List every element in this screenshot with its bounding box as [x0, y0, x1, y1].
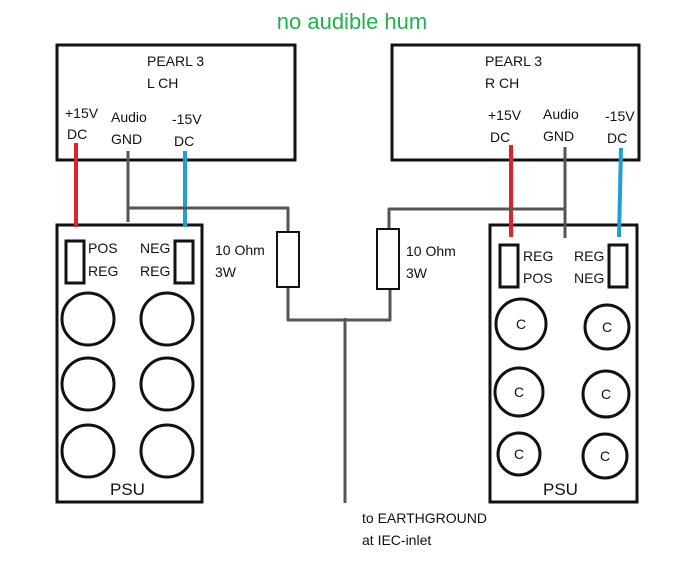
left-psu-capacitor	[139, 356, 195, 412]
right-psu-capacitor: C	[496, 431, 542, 477]
right-amp-channel: R CH	[485, 75, 519, 91]
left-psu-capacitor	[60, 356, 116, 412]
left-amp-channel: L CH	[147, 75, 178, 91]
earth-label-line-2: at IEC-inlet	[362, 532, 431, 548]
left-psu-pos-reg-label-1: POS	[88, 240, 118, 256]
right-resistor	[376, 228, 400, 290]
right-psu-capacitors: C C C C C C	[493, 297, 631, 480]
left-resistor	[276, 231, 300, 288]
left-resistor-rating: 3W	[215, 264, 237, 280]
svg-text:C: C	[516, 316, 526, 332]
right-amp-pos-unit: DC	[490, 129, 510, 145]
left-amp-gnd-label: Audio	[111, 109, 147, 125]
earth-label-line-1: to EARTHGROUND	[362, 510, 487, 526]
left-psu-capacitor	[139, 423, 195, 479]
right-amp-pos-label: +15V	[488, 107, 522, 123]
svg-text:C: C	[601, 386, 611, 402]
left-psu-capacitors	[60, 291, 195, 479]
left-psu-box	[55, 223, 204, 504]
left-amp-neg-label: -15V	[172, 111, 202, 127]
right-amp-gnd-label: Audio	[543, 106, 579, 122]
left-amp-name: PEARL 3	[147, 53, 204, 69]
svg-text:C: C	[602, 319, 612, 335]
svg-text:C: C	[514, 446, 524, 462]
left-psu-pos-regulator	[64, 239, 86, 285]
left-psu-neg-reg-label-1: NEG	[140, 240, 170, 256]
left-psu-capacitor	[60, 291, 116, 347]
right-amp-box	[390, 43, 641, 162]
right-psu-neg-regulator	[607, 243, 629, 289]
right-resistor-value: 10 Ohm	[406, 243, 456, 259]
right-amp-gnd-unit: GND	[543, 128, 574, 144]
right-resistor-rating: 3W	[406, 265, 428, 281]
right-negative-wire	[617, 147, 623, 238]
left-amp-box	[55, 43, 297, 162]
left-psu-pos-reg-label-2: REG	[88, 263, 118, 279]
left-psu-label: PSU	[110, 480, 145, 499]
left-resistor-value: 10 Ohm	[215, 242, 265, 258]
right-psu-box	[488, 223, 639, 504]
right-psu-neg-reg-label-2: NEG	[574, 270, 604, 286]
left-psu-capacitor	[139, 291, 195, 347]
left-psu-neg-reg-label-2: REG	[140, 263, 170, 279]
right-psu-pos-reg-label-1: REG	[523, 248, 553, 264]
svg-text:C: C	[514, 384, 524, 400]
right-psu-capacitor: C	[581, 432, 629, 480]
svg-text:C: C	[600, 448, 610, 464]
ground-wiring	[126, 147, 567, 503]
right-amp-neg-label: -15V	[605, 108, 635, 124]
right-psu-capacitor: C	[494, 297, 548, 351]
left-psu-capacitor	[60, 423, 116, 479]
right-psu-label: PSU	[543, 480, 578, 499]
right-amp-name: PEARL 3	[485, 53, 542, 69]
left-amp-gnd-unit: GND	[111, 131, 142, 147]
right-psu-neg-reg-label-1: REG	[574, 248, 604, 264]
right-amp-neg-unit: DC	[607, 130, 627, 146]
right-psu-pos-reg-label-2: POS	[523, 270, 553, 286]
right-psu-pos-regulator	[498, 243, 520, 289]
right-psu-capacitor: C	[581, 369, 631, 419]
left-psu-neg-regulator	[173, 239, 195, 285]
right-psu-capacitor: C	[583, 303, 631, 351]
left-amp-neg-unit: DC	[174, 133, 194, 149]
diagram-title: no audible hum	[277, 9, 427, 34]
left-amp-pos-unit: DC	[67, 126, 87, 142]
left-amp-pos-label: +15V	[65, 105, 99, 121]
right-psu-capacitor: C	[493, 366, 545, 418]
